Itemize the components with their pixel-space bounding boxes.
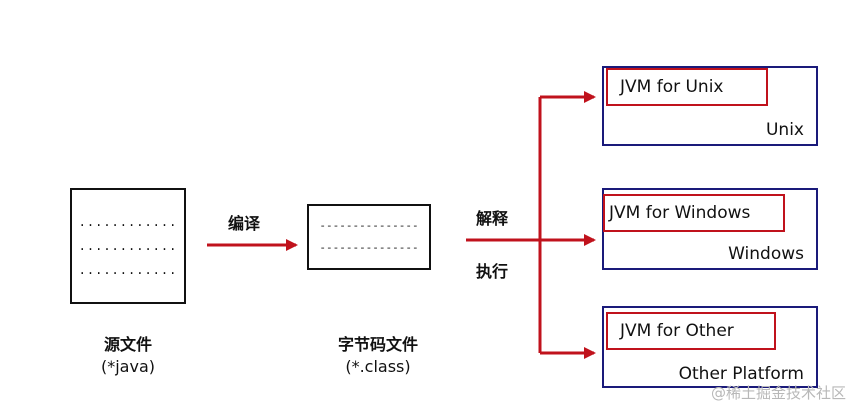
os-name-other: Other Platform bbox=[678, 364, 804, 384]
bytecode-caption-ext: (*.class) bbox=[345, 357, 411, 376]
source-caption-ext: (*java) bbox=[100, 357, 155, 376]
bytecode-dashes-1: --------------- bbox=[319, 219, 419, 232]
bytecode-file-box: --------------- --------------- bbox=[307, 204, 431, 270]
watermark: @稀土掘金技术社区 bbox=[710, 384, 846, 402]
source-caption: 源文件 (*java) bbox=[70, 334, 186, 378]
os-name-windows: Windows bbox=[728, 244, 804, 264]
jvm-box-unix: JVM for Unix bbox=[606, 68, 768, 106]
jvm-box-other: JVM for Other bbox=[606, 312, 776, 350]
interpret-label: 解释 bbox=[476, 209, 509, 228]
source-dots-1: ............ bbox=[78, 215, 178, 229]
compile-label: 编译 bbox=[228, 214, 261, 233]
execute-label: 执行 bbox=[476, 262, 509, 281]
source-dots-3: ............ bbox=[78, 263, 178, 277]
jvm-box-windows: JVM for Windows bbox=[603, 194, 785, 232]
bytecode-dashes-2: --------------- bbox=[319, 241, 419, 254]
bytecode-caption: 字节码文件 (*.class) bbox=[318, 334, 438, 378]
os-name-unix: Unix bbox=[765, 120, 804, 140]
source-dots-2: ............ bbox=[78, 239, 178, 253]
bytecode-caption-title: 字节码文件 bbox=[337, 335, 418, 354]
source-file-box: ............ ............ ............ bbox=[70, 188, 186, 304]
source-caption-title: 源文件 bbox=[103, 335, 152, 354]
